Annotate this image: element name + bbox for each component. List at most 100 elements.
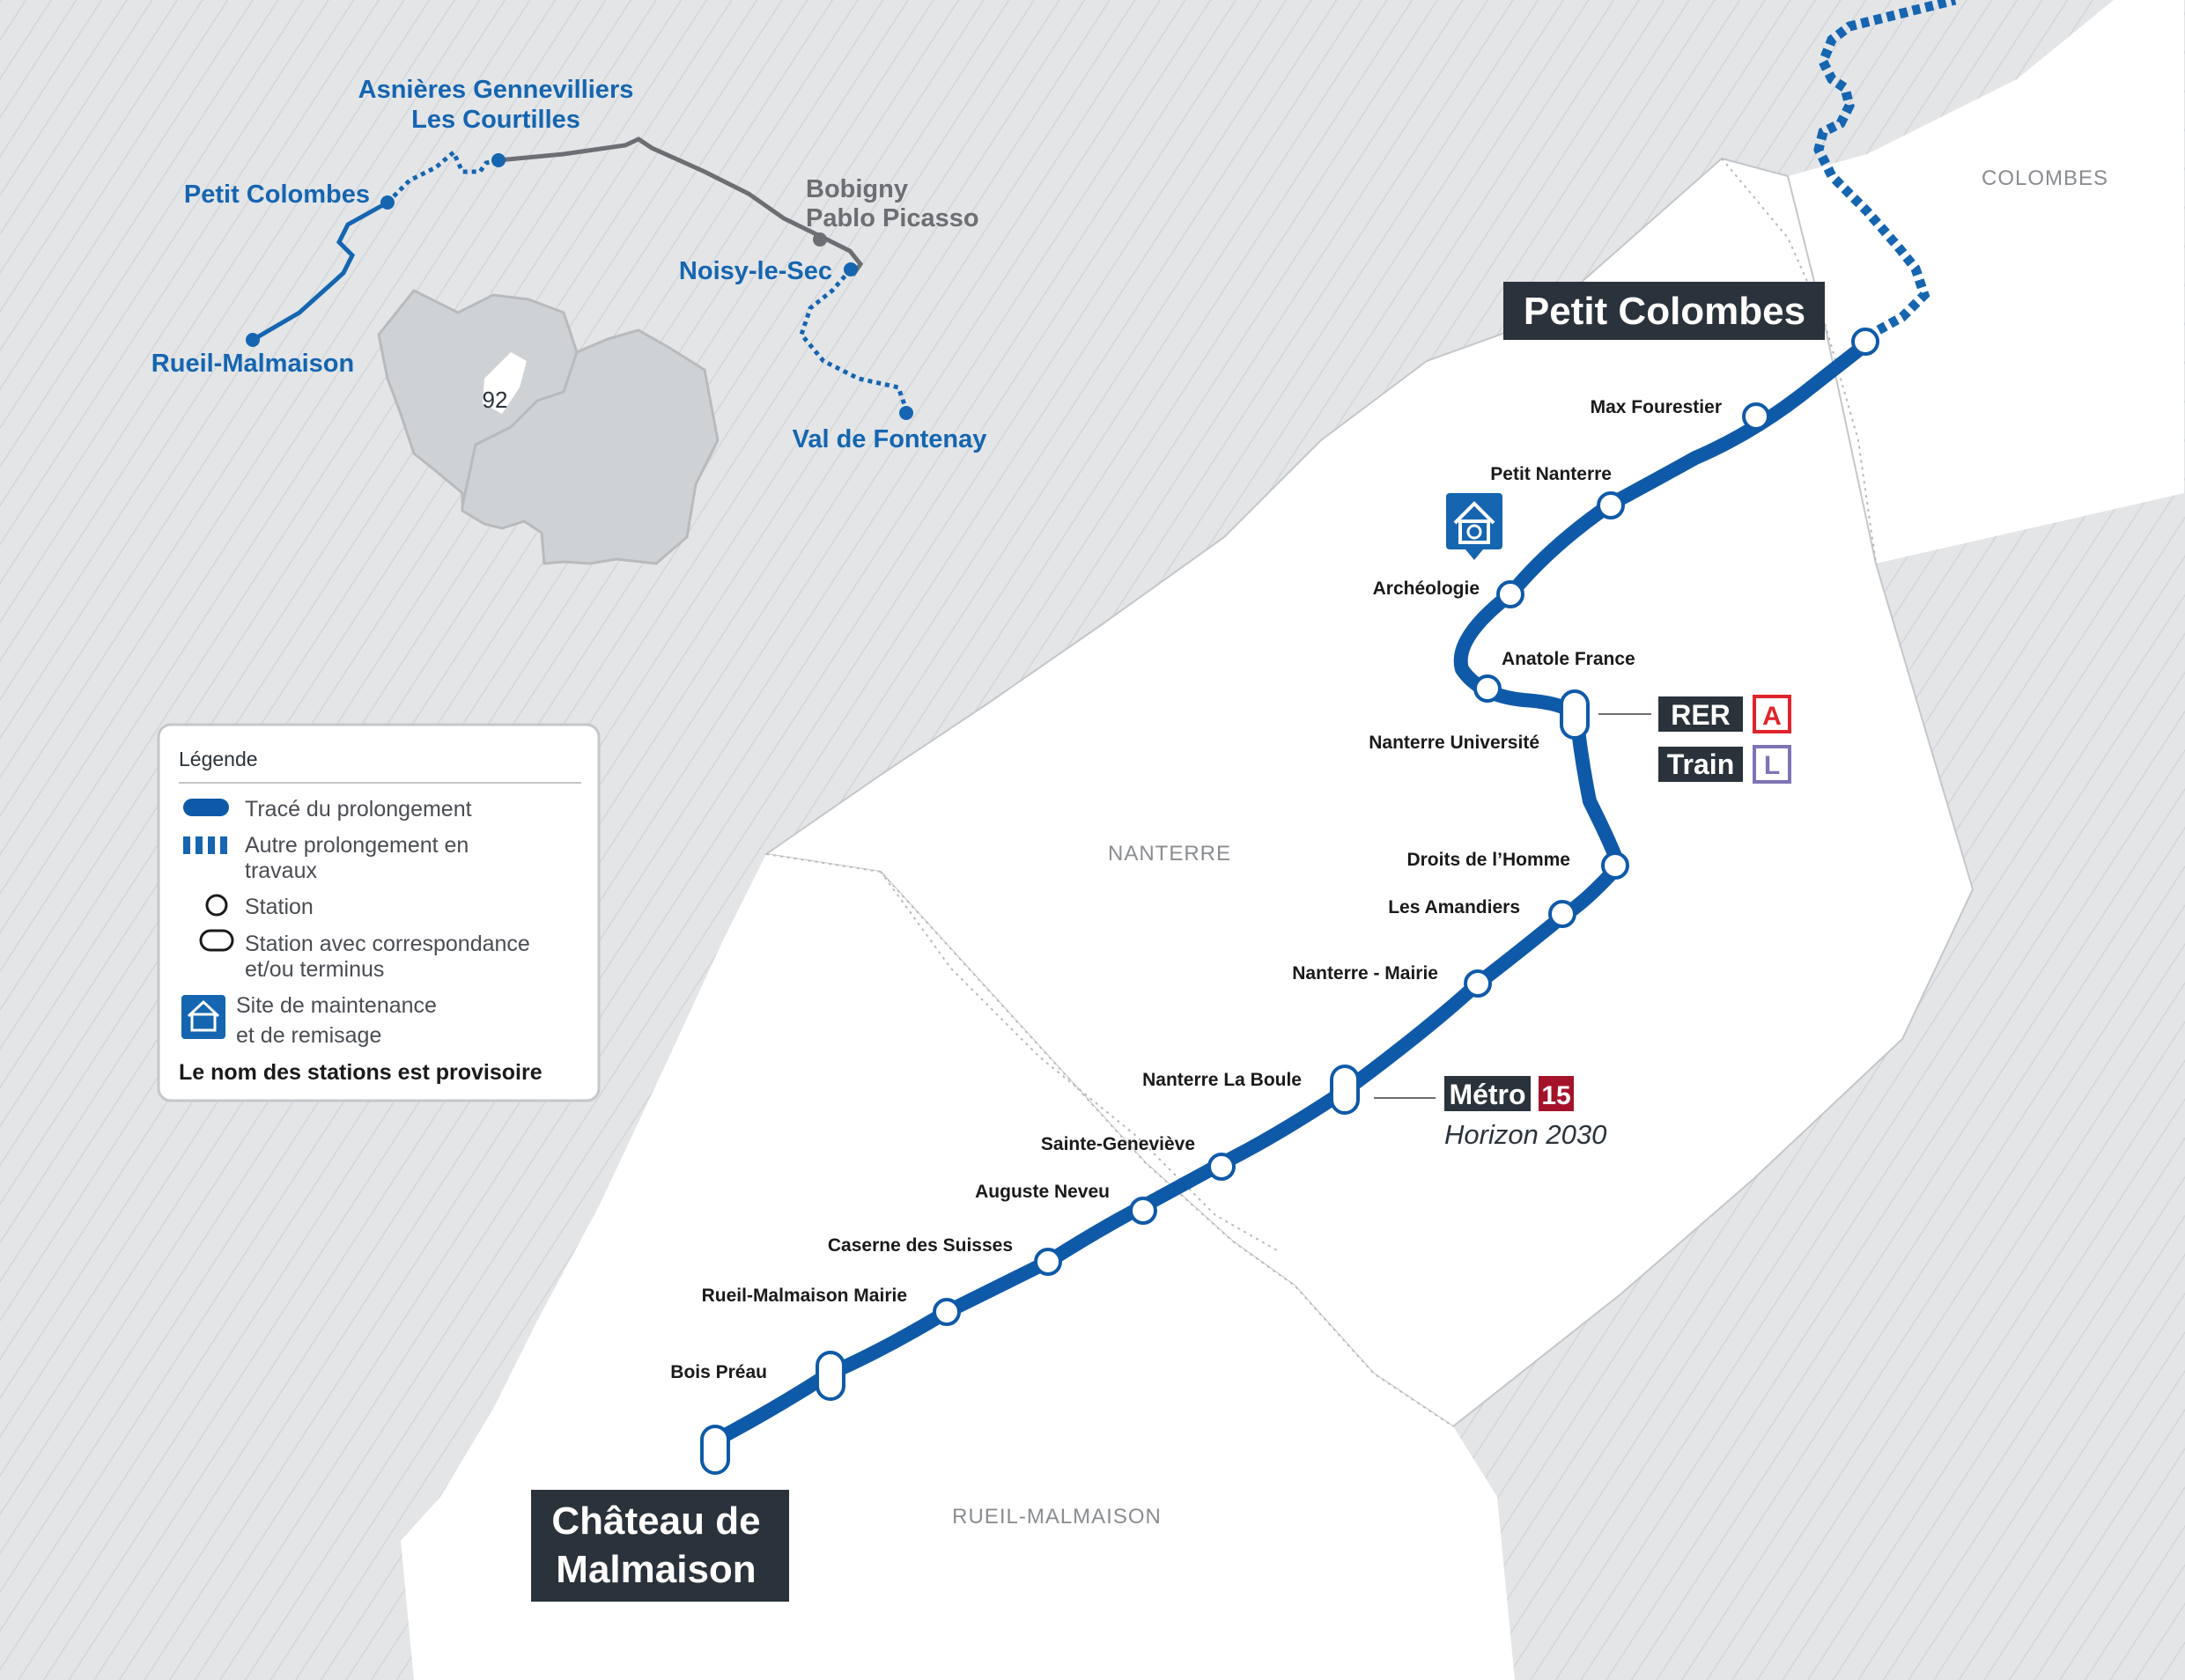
label-rueil-malmaison-mairie: Rueil-Malmaison Mairie (702, 1286, 907, 1306)
colombes-area (1722, 0, 2184, 564)
rer-a-icon (1753, 695, 1791, 733)
legend-station-swatch (205, 894, 228, 917)
station-petit-colombes[interactable] (1851, 328, 1879, 356)
station-chateau-de-malmaison[interactable] (700, 1425, 730, 1475)
overview-station-val-de-fontenay (899, 406, 913, 420)
station-archeologie[interactable] (1496, 580, 1524, 608)
connection-rer-train: RER A Train L (1598, 695, 1791, 784)
commune-label-nanterre: NANTERRE (1108, 842, 1231, 866)
station-anatole-france[interactable] (1473, 674, 1502, 703)
label-archeologie: Archéologie (1373, 578, 1480, 599)
train-badge-label: Train (1667, 748, 1734, 780)
station-droits-de-l-homme[interactable] (1601, 851, 1629, 880)
overview-line-main (251, 200, 389, 343)
train-badge (1658, 747, 1743, 782)
rueil-malmaison-area (401, 854, 1515, 1680)
station-bois-preau[interactable] (816, 1351, 845, 1401)
maintenance-icon-roof (1453, 501, 1495, 525)
commune-label-rueil-malmaison: RUEIL-MALMAISON (952, 1505, 1162, 1529)
overview-label-bobigny: Bobigny (806, 175, 908, 203)
label-max-fourestier: Max Fourestier (1591, 397, 1722, 417)
station-rueil-malmaison-mairie[interactable] (933, 1298, 961, 1326)
label-auguste-neveu: Auguste Neveu (975, 1182, 1110, 1202)
legend-route-swatch (183, 799, 229, 816)
legend-item-other-extension-2: travaux (245, 858, 317, 883)
legend-maintenance-roof (187, 999, 220, 1018)
overview-label-petit-colombes: Petit Colombes (184, 181, 370, 209)
department-92-highlight (483, 352, 527, 414)
legend-item-other-extension-1: Autre prolongement en (245, 833, 469, 858)
label-nanterre-la-boule: Nanterre La Boule (1142, 1070, 1302, 1090)
overview-label-rueil: Rueil-Malmaison (151, 350, 354, 378)
rer-badge-label: RER (1671, 699, 1731, 731)
metro-badge-label: Métro (1449, 1079, 1525, 1110)
legend-maintenance-house (190, 1013, 217, 1032)
connection-metro: Métro 15 Horizon 2030 (1374, 1076, 1606, 1150)
station-auguste-neveu[interactable] (1129, 1197, 1157, 1225)
station-nanterre-universite[interactable] (1560, 689, 1590, 740)
overview-label-asnieres: Asnières Gennevilliers (358, 76, 634, 104)
commune-border-colombes (1721, 158, 1877, 564)
maintenance-icon-pointer (1465, 549, 1483, 560)
train-l-icon (1753, 745, 1791, 784)
station-nanterre-mairie[interactable] (1464, 969, 1492, 998)
legend-note: Le nom des stations est provisoire (179, 1060, 543, 1085)
overview-station-petit-colombes (380, 195, 395, 210)
terminus-north-box (1503, 282, 1825, 340)
overview-label-pablo-picasso: Pablo Picasso (806, 204, 979, 232)
maintenance-site-icon (1446, 493, 1502, 560)
metro-15-number: 15 (1541, 1081, 1570, 1110)
legend-other-ext-dash-1 (183, 836, 190, 854)
legend-item-station: Station (245, 895, 314, 919)
overview-line-grey (498, 136, 864, 276)
legend: Légende Tracé du prolongement Autre prol… (157, 723, 601, 1102)
terminus-south-box (531, 1490, 789, 1602)
metro-badge (1444, 1076, 1531, 1111)
legend-other-ext-dash-3 (208, 836, 215, 854)
stations (700, 328, 1879, 1475)
commune-border-rueil (765, 853, 1454, 1427)
overview-label-val-de-fontenay: Val de Fontenay (793, 425, 987, 453)
maintenance-icon-gear (1466, 524, 1482, 540)
legend-title: Légende (179, 748, 258, 770)
station-les-amandiers[interactable] (1548, 900, 1576, 928)
rer-badge (1658, 696, 1743, 732)
label-caserne-des-suisses: Caserne des Suisses (828, 1235, 1013, 1256)
overview-line-dotted-west (386, 148, 499, 204)
legend-item-correspondance-2: et/ou terminus (245, 957, 384, 982)
terminus-south-label-2: Malmaison (556, 1548, 756, 1591)
label-nanterre-universite: Nanterre Université (1369, 733, 1539, 753)
station-petit-nanterre[interactable] (1597, 491, 1625, 519)
overview-label-noisy: Noisy-le-Sec (679, 257, 832, 285)
other-extension-route (1813, 0, 1957, 341)
legend-other-extension-swatch (183, 836, 227, 854)
station-labels: Max Fourestier Petit Nanterre Archéologi… (670, 397, 1722, 1382)
legend-other-ext-dash-2 (196, 836, 203, 854)
label-anatole-france: Anatole France (1502, 649, 1635, 669)
label-droits-de-l-homme: Droits de l’Homme (1406, 850, 1570, 870)
station-sainte-genevieve[interactable] (1207, 1153, 1236, 1181)
legend-box (157, 723, 601, 1102)
station-nanterre-la-boule[interactable] (1330, 1065, 1360, 1115)
metro-15-icon (1539, 1076, 1574, 1111)
legend-correspondance-swatch (199, 929, 234, 952)
rer-a-letter: A (1762, 702, 1782, 731)
department-borders (461, 351, 579, 507)
label-sainte-genevieve: Sainte-Geneviève (1041, 1134, 1195, 1154)
legend-item-correspondance-1: Station avec correspondance (245, 932, 530, 956)
station-max-fourestier[interactable] (1742, 402, 1770, 431)
station-caserne-des-suisses[interactable] (1034, 1248, 1062, 1276)
maintenance-icon-house (1458, 519, 1490, 544)
legend-item-maintenance-1: Site de maintenance (236, 993, 437, 1018)
department-92-label: 92 (483, 387, 508, 413)
label-les-amandiers: Les Amandiers (1388, 897, 1520, 917)
train-l-letter: L (1764, 751, 1780, 780)
commune-border-nanterre-rueil (880, 871, 1278, 1251)
terminus-north-label: Petit Colombes (1524, 290, 1805, 333)
label-bois-preau: Bois Préau (670, 1362, 767, 1382)
overview-station-noisy (844, 262, 858, 276)
overview-label-courtilles: Les Courtilles (411, 106, 580, 134)
legend-item-maintenance-2: et de remisage (236, 1023, 381, 1048)
legend-other-ext-dash-4 (220, 836, 227, 854)
